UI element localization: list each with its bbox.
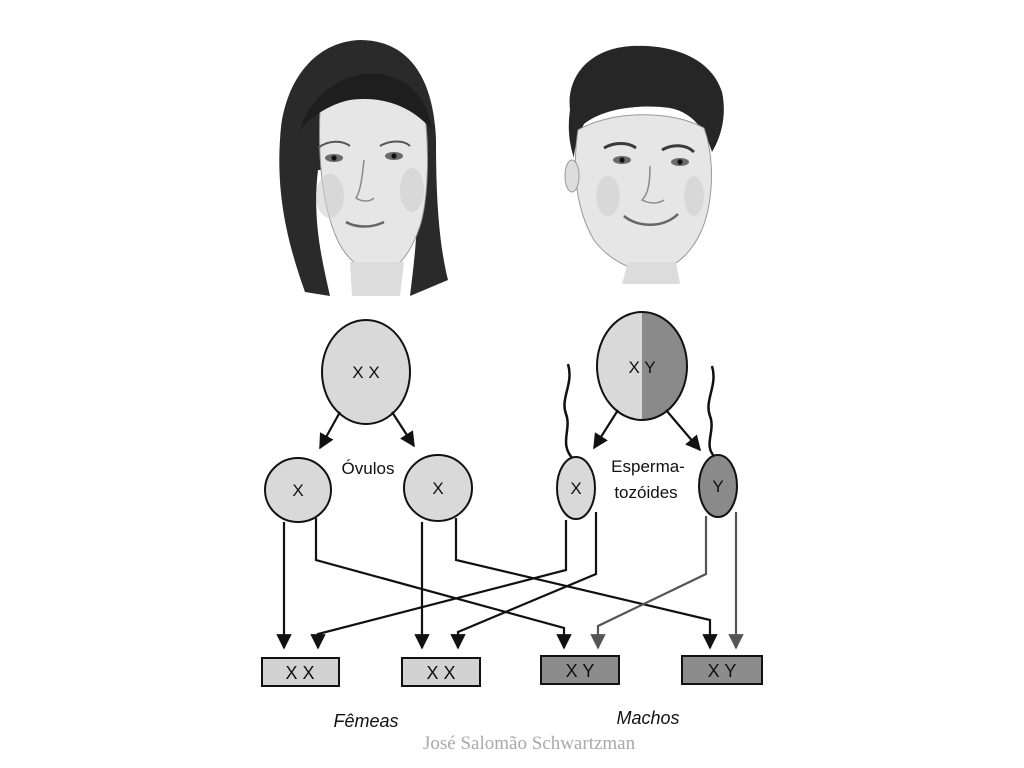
ovum-2: X (403, 454, 473, 522)
offspring-2: X X (401, 657, 481, 687)
sperm-label-line1: Esperma- (611, 457, 685, 476)
parent-to-gamete-arrows (319, 409, 701, 452)
arrow-spermy-to-offspring3 (590, 516, 708, 650)
ovum-1: X (264, 457, 332, 523)
offspring-4: X Y (681, 655, 763, 685)
arrow-female-to-ovum-2 (391, 411, 415, 448)
offspring-1: X X (261, 657, 340, 687)
arrow-spermx-to-offspring1 (310, 520, 568, 650)
males-label: Machos (616, 708, 679, 728)
sperm-y-label: Y (712, 477, 723, 496)
offspring-4-label: X Y (708, 661, 737, 681)
female-parent-cell-label: X X (352, 363, 379, 382)
female-parent-cell: X X (321, 319, 411, 425)
offspring-3: X Y (540, 655, 620, 685)
ovum-1-label: X (292, 481, 303, 500)
sperm-label-line2: tozóides (614, 483, 677, 502)
sperm-x: X (556, 363, 596, 520)
woman-portrait-icon (279, 40, 448, 296)
arrow-ovum1-to-offspring3 (314, 518, 572, 650)
ovum-2-label: X (432, 479, 443, 498)
offspring-2-label: X X (426, 663, 455, 683)
females-label: Fêmeas (333, 711, 398, 731)
arrow-ovum2-to-offspring4 (454, 518, 718, 650)
ova-label: Óvulos (342, 459, 395, 478)
author-credit: José Salomão Schwartzman (423, 733, 636, 754)
sperm-y: Y (698, 365, 738, 518)
sperm-x-label: X (570, 479, 581, 498)
arrow-spermx-to-offspring2 (450, 512, 598, 650)
male-parent-cell-label: X Y (628, 358, 655, 377)
offspring-1-label: X X (285, 663, 314, 683)
fertilization-arrows (276, 512, 744, 650)
male-parent-cell: X Y (596, 311, 688, 421)
arrow-female-to-ovum-1 (319, 411, 341, 450)
arrow-male-to-sperm-y (665, 409, 701, 452)
offspring-3-label: X Y (566, 661, 595, 681)
man-portrait-icon (564, 45, 724, 284)
arrow-male-to-sperm-x (593, 409, 619, 450)
